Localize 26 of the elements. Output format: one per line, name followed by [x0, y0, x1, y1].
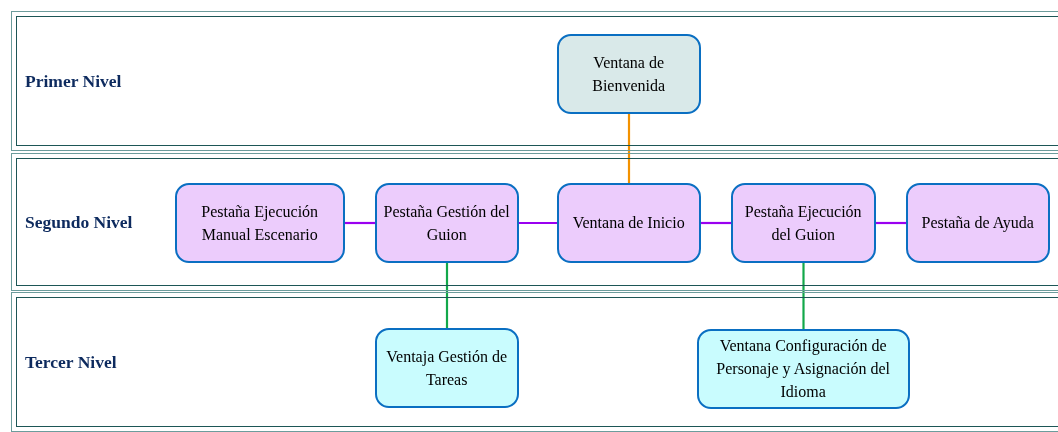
- box-label: Pestaña de Ayuda: [920, 213, 1035, 234]
- level-title: Tercer Nivel: [25, 351, 117, 373]
- box-label: Pestaña Ejecución del Guion: [743, 201, 863, 245]
- level-title: Primer Nivel: [25, 70, 122, 92]
- screen-box: [556, 182, 701, 263]
- box-label: Pestaña Gestión del Guion: [382, 201, 511, 245]
- level-title: Segundo Nivel: [25, 211, 133, 233]
- screen-box: [174, 182, 345, 263]
- box-label: Ventaja Gestión de Tareas: [385, 346, 509, 390]
- connector-line: [701, 221, 731, 225]
- connector-line: [876, 221, 906, 225]
- connector-line: [345, 221, 375, 225]
- box-label: Pestaña Ejecución Manual Escenario: [200, 201, 320, 245]
- box-label: Ventana de Bienvenida: [591, 52, 667, 96]
- screen-box: [730, 182, 876, 263]
- screen-box: [374, 182, 519, 263]
- screen-box: [374, 327, 519, 408]
- connector-line: [627, 114, 631, 183]
- screen-box: [556, 33, 701, 114]
- box-label: Ventana de Inicio: [571, 213, 686, 234]
- connector-line: [445, 263, 449, 328]
- screen-box: [696, 328, 910, 409]
- screen-box: [905, 182, 1050, 263]
- connector-line: [802, 263, 805, 329]
- connector-line: [519, 221, 557, 225]
- box-label: Ventana Configuración de Personaje y Asignación del Idioma: [715, 335, 892, 403]
